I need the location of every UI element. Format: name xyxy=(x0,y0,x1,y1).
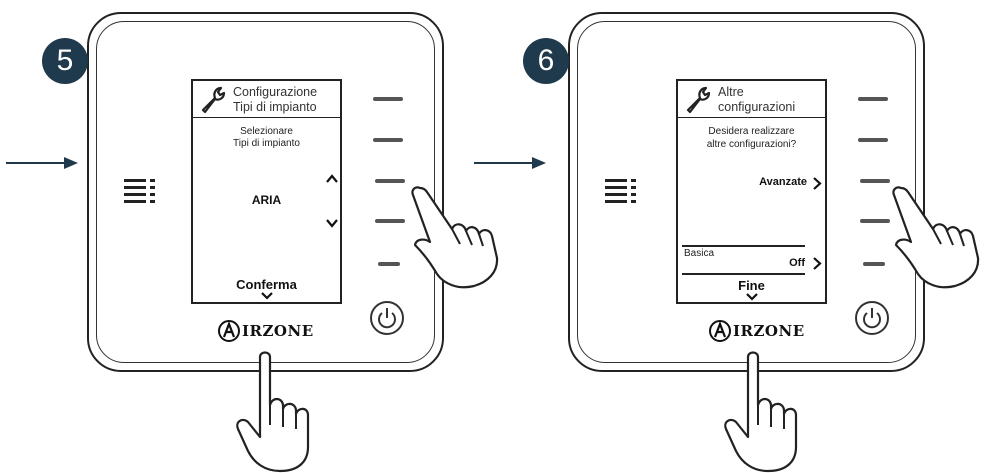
pointing-hand-icon xyxy=(883,182,983,296)
thermostat-screen: Altre configurazioni Desidera realizzare… xyxy=(676,79,827,304)
airzone-logo-text: IRZONE xyxy=(733,322,805,340)
chevron-down-icon xyxy=(746,293,758,301)
wrench-icon xyxy=(197,84,229,114)
power-icon xyxy=(377,306,397,330)
step-number-badge: 6 xyxy=(523,38,569,84)
chevron-right-icon[interactable] xyxy=(813,177,822,190)
screen-prompt-line-1: Desidera realizzare xyxy=(678,126,825,138)
side-button-5[interactable] xyxy=(378,262,400,266)
screen-selected-value: ARIA xyxy=(193,193,340,207)
screen-prompt-line-2: Tipi di impianto xyxy=(193,138,340,150)
side-button-4[interactable] xyxy=(375,219,405,223)
option-basic-value[interactable]: Off xyxy=(789,257,805,269)
power-button[interactable] xyxy=(855,301,889,335)
side-button-1[interactable] xyxy=(373,97,403,101)
screen-title-line-1: Configurazione xyxy=(233,85,317,99)
right-arrow-icon xyxy=(474,155,546,171)
right-arrow-icon xyxy=(6,155,78,171)
screen-title-line-1: Altre xyxy=(718,85,744,99)
screen-header: Altre configurazioni xyxy=(678,81,825,118)
power-button[interactable] xyxy=(370,301,404,335)
airzone-logo-icon xyxy=(708,319,732,343)
screen-confirm-label[interactable]: Conferma xyxy=(193,277,340,292)
airzone-logo-icon xyxy=(217,319,241,343)
menu-list-icon[interactable] xyxy=(605,178,639,208)
power-icon xyxy=(862,306,882,330)
pointing-hand-icon xyxy=(230,347,326,473)
chevron-down-icon[interactable] xyxy=(326,219,338,228)
screen-finish-label[interactable]: Fine xyxy=(678,278,825,293)
pointing-hand-icon xyxy=(718,347,814,473)
chevron-right-icon[interactable] xyxy=(813,257,822,270)
screen-header: Configurazione Tipi di impianto xyxy=(193,81,340,118)
pointing-hand-icon xyxy=(402,182,504,292)
side-button-3[interactable] xyxy=(375,179,405,183)
side-button-5[interactable] xyxy=(863,262,885,266)
option-advanced-label[interactable]: Avanzate xyxy=(759,176,807,188)
chevron-down-icon xyxy=(261,292,273,300)
divider xyxy=(682,273,805,275)
wrench-icon xyxy=(682,84,714,114)
divider xyxy=(682,245,805,247)
thermostat-screen: Configurazione Tipi di impianto Selezion… xyxy=(191,79,342,304)
airzone-logo-text: IRZONE xyxy=(242,322,314,340)
screen-title-line-2: Tipi di impianto xyxy=(233,100,317,114)
side-button-2[interactable] xyxy=(373,138,403,142)
screen-prompt-line-2: altre configurazioni? xyxy=(678,139,825,151)
side-button-1[interactable] xyxy=(858,97,888,101)
chevron-up-icon[interactable] xyxy=(326,174,338,183)
option-basic-label: Basica xyxy=(684,248,714,260)
menu-list-icon[interactable] xyxy=(124,178,158,208)
step-number-badge: 5 xyxy=(42,38,88,84)
side-button-2[interactable] xyxy=(858,138,888,142)
screen-prompt-line-1: Selezionare xyxy=(193,126,340,138)
screen-title-line-2: configurazioni xyxy=(718,100,795,114)
